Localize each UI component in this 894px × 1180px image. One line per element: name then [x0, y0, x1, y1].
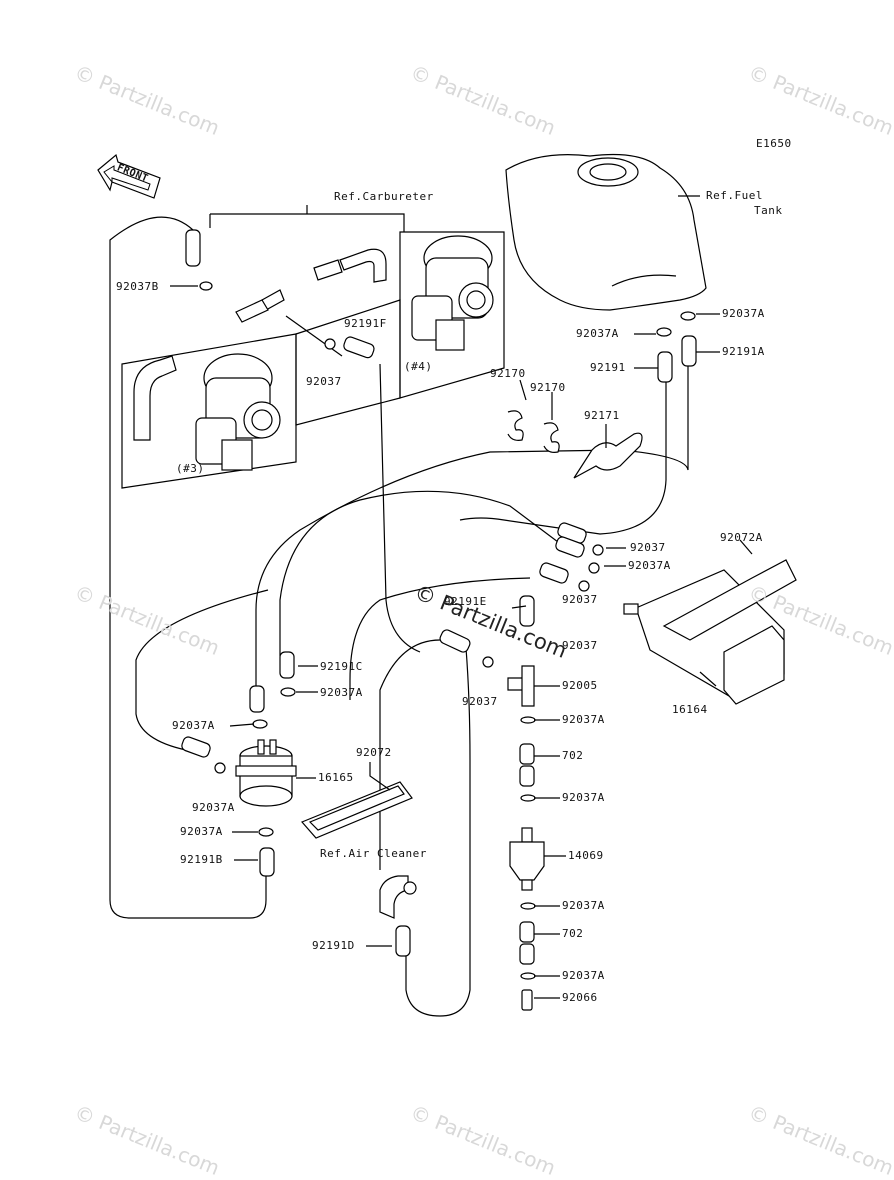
part-label: 92037	[462, 695, 498, 708]
part-label: 92191	[590, 361, 626, 374]
carburetor-3-frame	[121, 333, 297, 489]
carb-vent-hoses	[109, 216, 421, 919]
part-label: 92191D	[312, 939, 355, 952]
part-label: 92066	[562, 991, 598, 1004]
part-label: 92037	[562, 639, 598, 652]
leader-lines	[170, 195, 753, 999]
part-label: 92037	[562, 593, 598, 606]
part-label: 92072A	[720, 531, 763, 544]
part-label: 92037	[306, 375, 342, 388]
fuel-pump	[235, 739, 297, 807]
part-label: 92037A	[320, 686, 363, 699]
part-label: 16165	[318, 771, 354, 784]
part-label: 14069	[568, 849, 604, 862]
part-label: 92037A	[562, 713, 605, 726]
fitting-92066	[521, 989, 533, 1011]
main-fuel-hoses	[135, 366, 689, 1017]
part-label: 92072	[356, 746, 392, 759]
part-label: 92191B	[180, 853, 223, 866]
part-label: 92037A	[576, 327, 619, 340]
clips-gasket	[507, 410, 643, 479]
part-label: 92171	[584, 409, 620, 422]
part-label: 92037A	[722, 307, 765, 320]
part-label: 92037A	[192, 801, 235, 814]
part-label: 92191A	[722, 345, 765, 358]
part-label: 92037B	[116, 280, 159, 293]
air-cleaner-elbow	[379, 875, 417, 919]
part-label: 92005	[562, 679, 598, 692]
part-label: 92037	[630, 541, 666, 554]
clamps	[199, 281, 696, 980]
fuel-tank	[505, 153, 707, 311]
part-label: 92037A	[562, 899, 605, 912]
part-label: 92191F	[344, 317, 387, 330]
carburetor-4	[411, 235, 494, 351]
part-label: 92037A	[180, 825, 223, 838]
charcoal-canister	[623, 559, 797, 705]
part-label: 92170	[490, 367, 526, 380]
part-label: 92191E	[444, 595, 487, 608]
carburetor-4-box	[399, 231, 505, 399]
part-label: 92191C	[320, 660, 363, 673]
carburetor-3	[133, 353, 281, 471]
bracket-92072	[300, 781, 413, 839]
part-label: 92037A	[562, 969, 605, 982]
carburetor-3-tag: (#3)	[176, 462, 205, 475]
part-label: 702	[562, 749, 584, 762]
fuel-filter	[509, 827, 545, 891]
part-label: 92037A	[172, 719, 215, 732]
ref-fuel-tank-line2: Tank	[754, 204, 783, 217]
carburetor-ref-bracket	[209, 205, 405, 232]
ref-carburetor: Ref.Carbureter	[334, 190, 434, 203]
hose-segments	[181, 335, 697, 965]
part-label: 702	[562, 927, 584, 940]
part-label: 92037A	[628, 559, 671, 572]
diagram-code: E1650	[756, 137, 792, 150]
ref-air-cleaner: Ref.Air Cleaner	[320, 847, 427, 860]
ref-fuel-tank-line1: Ref.Fuel	[706, 189, 763, 202]
joint-92005	[507, 665, 535, 707]
carburetor-4-tag: (#4)	[404, 360, 433, 373]
front-arrow	[97, 153, 161, 199]
part-label: 92170	[530, 381, 566, 394]
part-label: 16164	[672, 703, 708, 716]
part-label: 92037A	[562, 791, 605, 804]
